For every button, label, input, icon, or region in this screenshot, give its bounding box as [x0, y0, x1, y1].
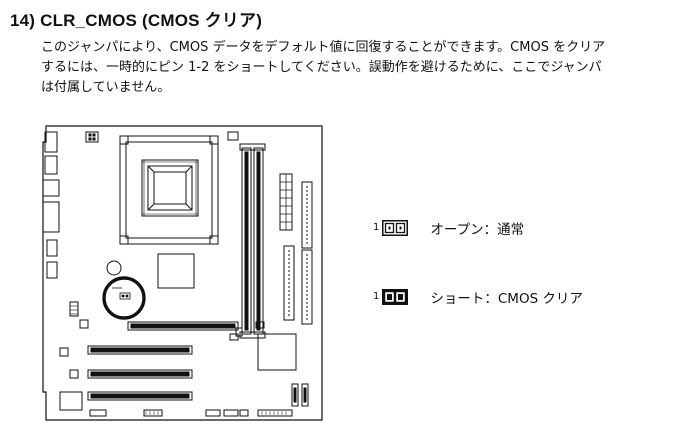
legend-open-row: 1 オープン：通常	[373, 218, 524, 238]
section-description: このジャンパにより、CMOS データをデフォルト値に回復することができます。CM…	[41, 38, 681, 98]
jumper-open-icon	[382, 220, 409, 236]
legend-open-text: オープン：通常	[430, 222, 525, 238]
pin-1-label: 1	[373, 290, 380, 302]
motherboard-diagram	[40, 122, 324, 422]
legend-short-row: 1 ショート：CMOS クリア	[373, 287, 583, 307]
section-title: 14) CLR_CMOS (CMOS クリア)	[10, 11, 263, 30]
jumper-short-icon	[382, 289, 409, 305]
legend-short-text: ショート：CMOS クリア	[430, 291, 583, 307]
description-line-3: は付属していません。	[41, 80, 171, 95]
pin-1-label: 1	[373, 221, 380, 233]
description-line-2: するには、一時的にピン 1-2 をショートしてください。誤動作を避けるために、こ…	[41, 60, 602, 75]
description-line-1: このジャンパにより、CMOS データをデフォルト値に回復することができます。CM…	[41, 40, 606, 55]
